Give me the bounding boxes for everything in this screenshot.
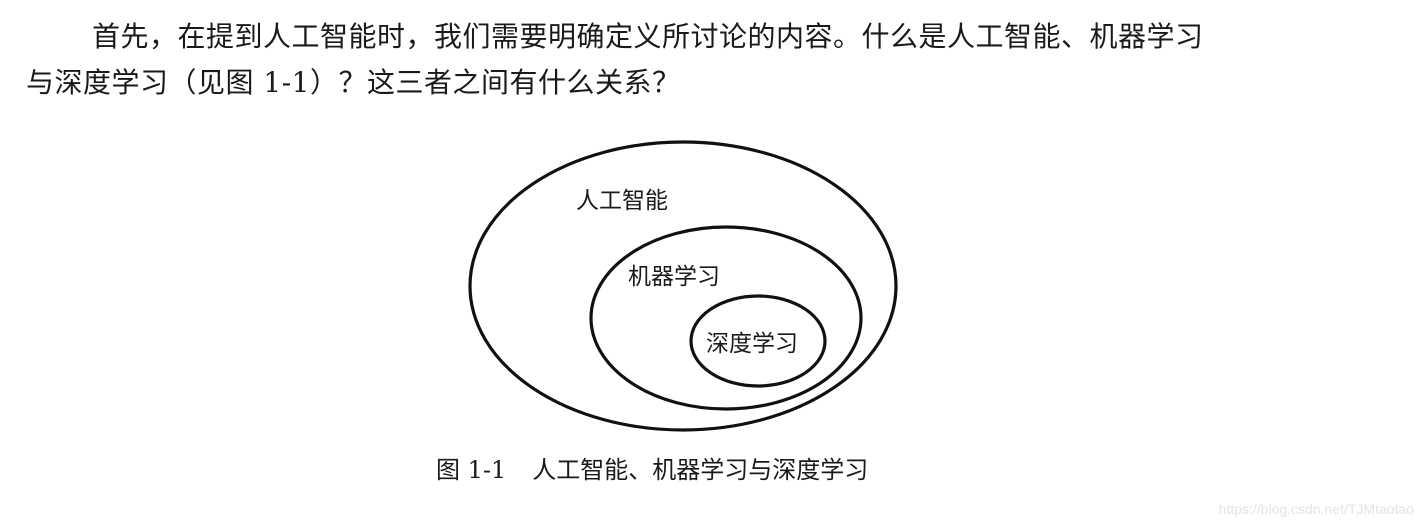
figure-caption: 图 1-1 人工智能、机器学习与深度学习 bbox=[436, 455, 868, 485]
figure-caption-text: 人工智能、机器学习与深度学习 bbox=[532, 456, 869, 484]
watermark: https://blog.csdn.net/TJMtaotao bbox=[1218, 501, 1414, 517]
figure-number: 图 1-1 bbox=[436, 456, 507, 484]
dl-set-ellipse bbox=[689, 294, 827, 388]
ai-set-ellipse bbox=[468, 140, 898, 432]
dl-set-label: 深度学习 bbox=[706, 331, 798, 357]
ai-set-label: 人工智能 bbox=[576, 188, 668, 214]
paragraph-line-2: 与深度学习（见图 1-1）？这三者之间有什么关系？ bbox=[26, 66, 681, 99]
ml-set-label: 机器学习 bbox=[628, 264, 720, 290]
ml-set-ellipse bbox=[589, 225, 863, 411]
paragraph-line-1: 首先，在提到人工智能时，我们需要明确定义所讨论的内容。什么是人工智能、机器学习 bbox=[92, 20, 1204, 53]
